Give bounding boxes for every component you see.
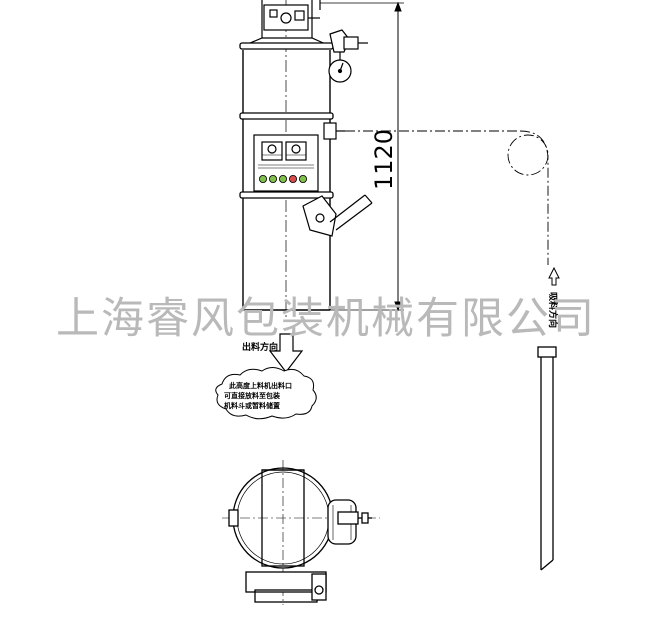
suction-hose-path: [345, 130, 549, 265]
indicator-light: [288, 174, 297, 183]
hopper-body: [242, 0, 331, 318]
indicator-light: [298, 174, 307, 183]
note-line-1: 此高度上料机出料口: [229, 381, 292, 390]
discharge-flap: [302, 194, 373, 237]
suction-direction-arrow: [548, 266, 560, 286]
suction-lance: [537, 346, 557, 571]
discharge-direction-label: 出料方向: [242, 341, 278, 353]
indicator-lights: [258, 174, 307, 183]
indicator-light: [268, 174, 277, 183]
indicator-light: [278, 174, 287, 183]
top-view: [222, 460, 380, 605]
indicator-light: [258, 174, 267, 183]
suction-direction-label: 吸料方向: [547, 292, 559, 328]
top-filter-housing: [242, 0, 331, 47]
note-line-2: 可直接放料至包装: [224, 391, 280, 400]
dimension-line: [320, 1, 404, 312]
pneumatic-valve: [328, 29, 368, 83]
suction-inlet: [323, 122, 345, 140]
control-box: [253, 134, 319, 192]
note-line-3: 机料斗或暂料储置: [224, 401, 280, 410]
discharge-arrow: [268, 333, 304, 373]
note-cloud: [215, 367, 317, 420]
dimension-value: 1120: [370, 129, 398, 190]
